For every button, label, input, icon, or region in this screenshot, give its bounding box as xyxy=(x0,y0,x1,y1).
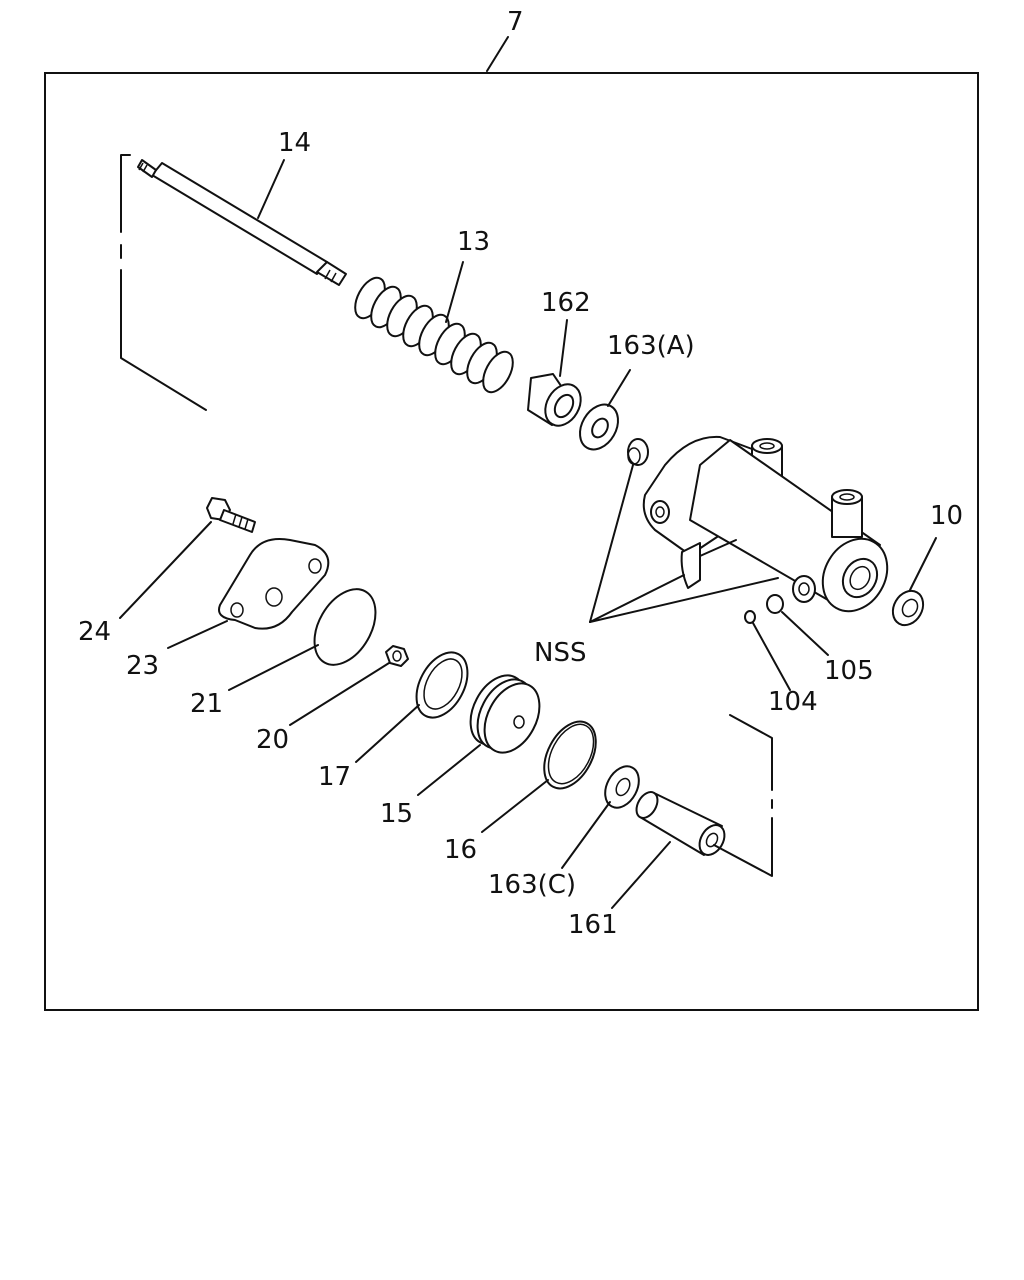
part-105-bushing xyxy=(766,594,829,656)
part-nss-cap xyxy=(627,438,649,466)
callout-17[interactable]: 17 xyxy=(318,762,351,792)
callout-13[interactable]: 13 xyxy=(457,227,490,257)
part-161-sleeve xyxy=(611,791,726,909)
part-14-push-rod xyxy=(137,159,347,286)
part-163a-washer xyxy=(579,369,631,451)
right-group-bracket xyxy=(713,714,773,877)
callout-14[interactable]: 14 xyxy=(278,128,311,158)
part-163c-washer xyxy=(561,765,640,869)
callout-16[interactable]: 16 xyxy=(444,835,477,865)
part-162-bushing xyxy=(527,319,582,427)
nss-leaders xyxy=(589,464,779,623)
callout-163c[interactable]: 163(C) xyxy=(488,870,576,900)
callout-10[interactable]: 10 xyxy=(930,501,963,531)
part-16-cup-ring xyxy=(481,720,597,833)
callout-20[interactable]: 20 xyxy=(256,725,289,755)
callout-23[interactable]: 23 xyxy=(126,651,159,681)
assembly-callout-7[interactable]: 7 xyxy=(507,7,524,37)
left-group-bracket xyxy=(120,154,207,411)
part-24-bolt xyxy=(119,497,256,619)
callout-163a[interactable]: 163(A) xyxy=(607,331,695,361)
part-10-nut xyxy=(891,537,937,627)
callout-15[interactable]: 15 xyxy=(380,799,413,829)
callout-162[interactable]: 162 xyxy=(541,288,591,318)
part-21-gasket xyxy=(228,588,377,691)
part-20-nut xyxy=(289,645,409,726)
part-cylinder-body xyxy=(642,435,889,613)
part-23-cover-plate xyxy=(167,538,330,649)
callout-104[interactable]: 104 xyxy=(768,687,818,717)
part-15-piston xyxy=(417,674,541,796)
callout-21[interactable]: 21 xyxy=(190,689,223,719)
assembly-frame xyxy=(44,72,979,1011)
part-104-washer xyxy=(744,610,791,691)
callout-nss[interactable]: NSS xyxy=(534,638,586,668)
callout-24[interactable]: 24 xyxy=(78,617,111,647)
callout-161[interactable]: 161 xyxy=(568,910,618,940)
part-13-spring xyxy=(354,261,514,394)
part-17-seal-ring xyxy=(355,651,469,763)
callout-105[interactable]: 105 xyxy=(824,656,874,686)
assembly-leader xyxy=(486,36,509,72)
